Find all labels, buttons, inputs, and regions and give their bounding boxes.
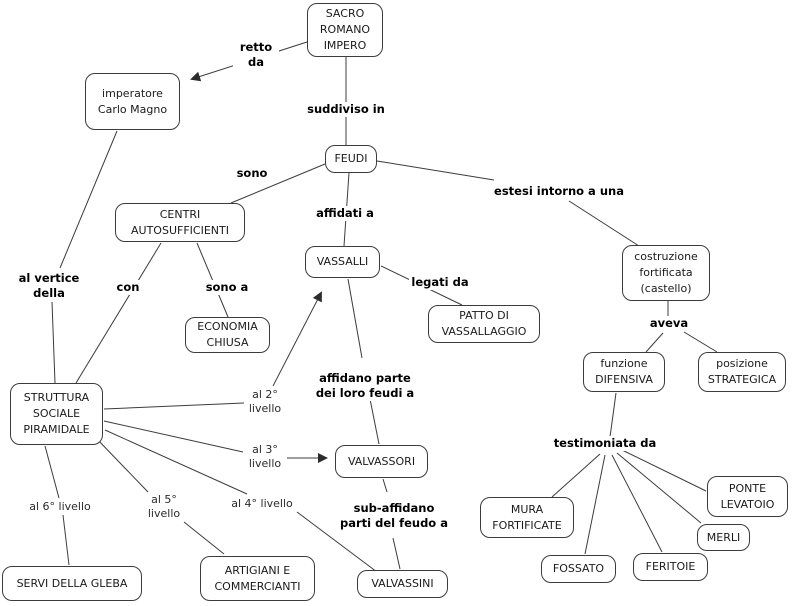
level-label-al-5-livello: al 5° livello [143,493,185,521]
edge-label-con: con [113,280,143,295]
node-struttura-sociale-piramidale[interactable]: STRUTTURA SOCIALE PIRAMIDALE [10,383,103,445]
node-valvassini[interactable]: VALVASSINI [357,570,448,598]
node-feritoie[interactable]: FERITOIE [633,553,708,581]
node-artigiani-e-commercianti[interactable]: ARTIGIANI E COMMERCIANTI [200,556,315,601]
node-valvassori[interactable]: VALVASSORI [335,445,428,478]
edge-label-affidati-a: affidati a [312,206,378,221]
node-costruzione-fortificata[interactable]: costruzione fortificata (castello) [622,245,710,301]
level-label-al-2-livello: al 2° livello [245,388,285,416]
edge-label-aveva: aveva [646,316,692,331]
node-sacro-romano-impero[interactable]: SACRO ROMANO IMPERO [307,3,383,57]
edge-label-legati-da: legati da [409,275,471,290]
node-ponte-levatoio[interactable]: PONTE LEVATOIO [707,476,788,517]
node-mura-fortificate[interactable]: MURA FORTIFICATE [480,497,574,538]
node-imperatore-carlo-magno[interactable]: imperatore Carlo Magno [85,73,180,130]
level-label-al-4-livello: al 4° livello [225,497,299,511]
edge-label-affidano-parte: affidano parte dei loro feudi a [313,371,417,401]
node-posizione-strategica[interactable]: posizione STRATEGICA [698,352,786,392]
node-merli[interactable]: MERLI [697,524,750,551]
node-patto-di-vassallaggio[interactable]: PATTO DI VASSALLAGGIO [428,305,540,343]
node-fossato[interactable]: FOSSATO [541,555,616,583]
node-servi-della-gleba[interactable]: SERVI DELLA GLEBA [2,566,142,601]
node-centri-autosufficienti[interactable]: CENTRI AUTOSUFFICIENTI [115,203,245,242]
edge-label-sub-affidano: sub-affidano parti del feudo a [340,501,448,531]
node-funzione-difensiva[interactable]: funzione DIFENSIVA [583,352,665,392]
edge-label-sono-a: sono a [203,280,251,295]
level-label-al-6-livello: al 6° livello [23,500,97,514]
edge-label-retto-da: retto da [233,40,279,70]
node-vassalli[interactable]: VASSALLI [305,246,380,278]
edge-label-suddiviso-in: suddiviso in [305,102,387,117]
level-label-al-3-livello: al 3° livello [245,443,285,471]
node-economia-chiusa[interactable]: ECONOMIA CHIUSA [185,317,270,353]
node-feudi[interactable]: FEUDI [325,145,377,173]
edge-label-al-vertice-della: al vertice della [14,271,84,301]
edge-label-sono: sono [235,166,269,181]
edge-label-estesi-intorno-a-una: estesi intorno a una [490,184,628,199]
edge-label-testimoniata-da: testimoniata da [550,436,660,451]
